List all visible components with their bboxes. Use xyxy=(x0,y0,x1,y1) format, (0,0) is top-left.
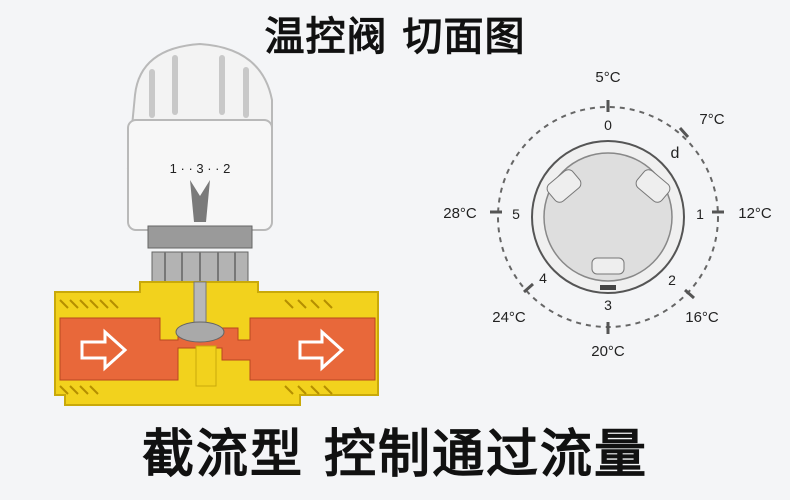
valve-stem xyxy=(193,281,207,325)
caption: 截流型 控制通过流量 xyxy=(141,425,649,485)
dial-grip-left xyxy=(546,169,582,203)
temp-label-28: 28°C xyxy=(443,205,477,222)
temp-label-24: 24°C xyxy=(492,309,526,326)
thermostatic-valve-cutaway: 1 · · 3 · · 2 xyxy=(54,42,379,406)
temp-label-16: 16°C xyxy=(685,309,719,326)
knob-scale: 1 · · 3 · · 2 xyxy=(170,161,231,176)
valve-partition xyxy=(195,345,217,387)
inlet-flow-arrow-icon xyxy=(80,328,128,372)
dial-number-3: 3 xyxy=(604,297,612,313)
temp-label-20: 20°C xyxy=(591,343,625,360)
dial-number-4: 4 xyxy=(539,270,547,286)
temp-label-12: 12°C xyxy=(738,205,772,222)
page-title: 温控阀 切面图 xyxy=(264,14,526,60)
valve-collar xyxy=(147,225,253,249)
outlet-flow-arrow-icon xyxy=(298,328,345,372)
dial-grip-bottom xyxy=(591,257,625,275)
valve-plug xyxy=(175,321,225,343)
outlet-thread xyxy=(284,299,333,395)
dial-grip-right xyxy=(635,169,671,203)
inlet-thread xyxy=(59,299,119,395)
dial-number-1: 1 xyxy=(696,206,704,222)
dial-number-5: 5 xyxy=(512,206,520,222)
knob-grip-ridges xyxy=(149,55,249,118)
dial-number-0: 0 xyxy=(604,117,612,133)
dial-number-2: 2 xyxy=(668,272,676,288)
fluid-channel xyxy=(59,317,376,381)
dial-ticks xyxy=(490,100,724,334)
temp-label-5: 5°C xyxy=(595,69,620,86)
knob-pointer xyxy=(190,180,210,222)
dial-pointer xyxy=(600,285,616,290)
temperature-dial xyxy=(490,100,724,334)
temp-label-7: 7°C xyxy=(699,111,724,128)
dial-marker-letter: d xyxy=(671,145,680,162)
